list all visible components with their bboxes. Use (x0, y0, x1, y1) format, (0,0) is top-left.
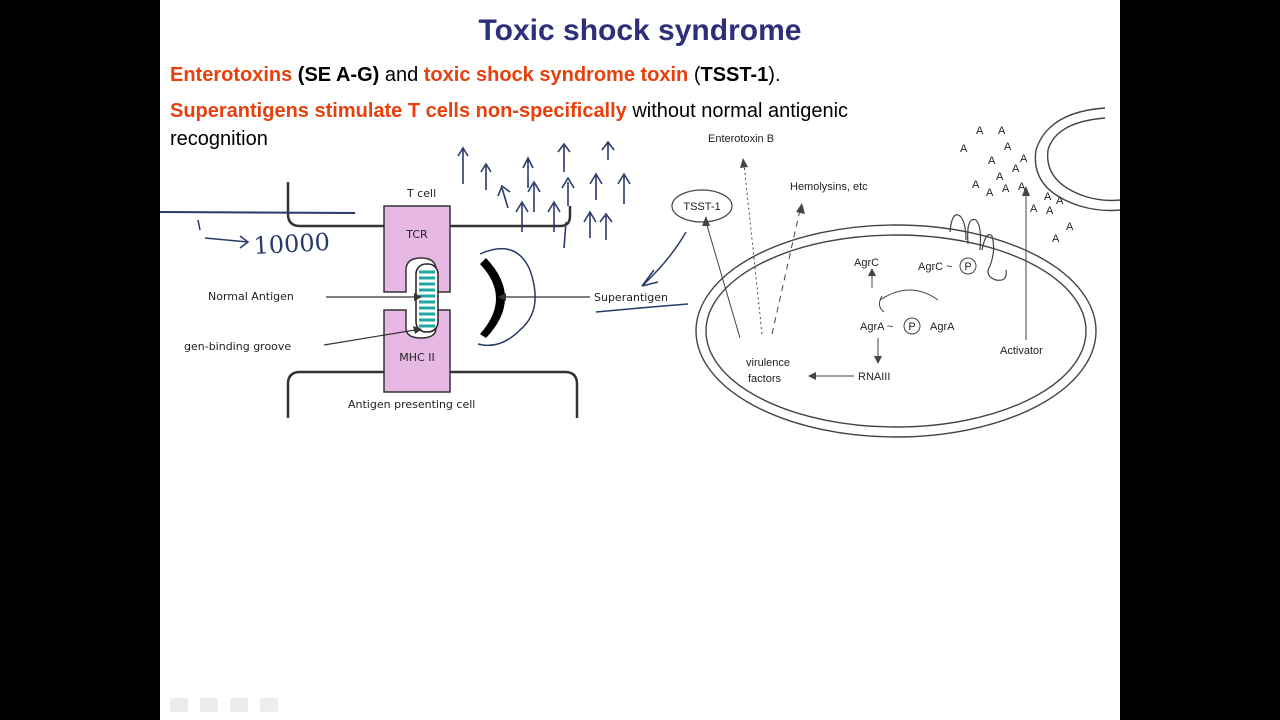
enterotoxin-b-label: Enterotoxin B (708, 133, 774, 145)
svg-text:A: A (1052, 233, 1060, 245)
tsst1-text: TSST-1 (700, 64, 769, 86)
svg-text:A: A (988, 155, 996, 167)
handwritten-number: 10000 (253, 228, 331, 260)
text-line-1: Enterotoxins (SE A-G) and toxic shock sy… (170, 64, 781, 87)
svg-text:A: A (1012, 163, 1020, 175)
svg-text:A: A (1056, 195, 1064, 207)
tsst-name-text: toxic shock syndrome toxin (423, 64, 689, 86)
apc-label: Antigen presenting cell (348, 398, 475, 411)
p-circle-label-1: P (964, 261, 971, 273)
tcell-arrows (457, 140, 631, 249)
normal-antigen-label: Normal Antigen (208, 290, 294, 303)
diagram-canvas: T cell Antigen presenting cell TCR MHC I… (160, 107, 1120, 438)
svg-text:A: A (1004, 141, 1012, 153)
superantigen-shape (480, 258, 505, 338)
text-line-3: recognition (170, 128, 268, 150)
without-text: without normal antigenic (626, 100, 849, 122)
paren-close-text: ). (768, 64, 781, 86)
virulence-label: virulence (746, 357, 790, 369)
autoinducer-a-letters: A A A A A A A A A A A A A A A A A A (960, 125, 1074, 245)
rnaiii-label: RNAIII (858, 371, 890, 383)
superantigen-label: Superantigen (594, 291, 668, 304)
back-icon[interactable] (170, 698, 188, 712)
svg-text:A: A (1018, 181, 1026, 193)
agrc-label: AgrC (854, 257, 879, 269)
slide: Toxic shock syndrome Enterotoxins (SE A-… (160, 0, 1120, 720)
agr-bacterium-diagram: Enterotoxin B Hemolysins, etc TSST-1 Agr… (641, 107, 1120, 438)
and-text: and (379, 64, 424, 86)
se-ag-text: (SE A-G) (292, 64, 380, 86)
pen-icon[interactable] (200, 698, 218, 712)
menu-icon[interactable] (230, 698, 248, 712)
enterotoxins-text: Enterotoxins (170, 64, 293, 86)
agrc-p-label: AgrC ~ (918, 261, 953, 273)
t-cell-label: T cell (406, 187, 436, 200)
forward-icon[interactable] (260, 698, 278, 712)
hemolysins-label: Hemolysins, etc (790, 181, 868, 193)
paren-open-text: ( (688, 64, 701, 86)
text-line-2: Superantigens stimulate T cells non-spec… (170, 100, 848, 123)
svg-text:A: A (1046, 205, 1054, 217)
agra-p-label: AgrA ~ (860, 321, 893, 333)
svg-text:A: A (986, 187, 994, 199)
svg-text:A: A (1044, 191, 1052, 203)
slide-title: Toxic shock syndrome (478, 14, 802, 47)
groove-label: gen-binding groove (184, 340, 291, 353)
svg-text:A: A (972, 179, 980, 191)
svg-text:A: A (1002, 183, 1010, 195)
activator-label: Activator (1000, 345, 1043, 357)
agra-label: AgrA (930, 321, 955, 333)
tcr-mhc-diagram: T cell Antigen presenting cell TCR MHC I… (160, 140, 689, 418)
superantigens-text: Superantigens stimulate T cells non-spec… (170, 100, 627, 122)
svg-text:A: A (998, 125, 1006, 137)
tsst-label: TSST-1 (683, 201, 720, 213)
svg-text:A: A (976, 125, 984, 137)
factors-label: factors (748, 373, 782, 385)
svg-text:A: A (960, 143, 968, 155)
svg-text:A: A (1030, 203, 1038, 215)
p-circle-label-2: P (908, 321, 915, 333)
svg-text:A: A (1020, 153, 1028, 165)
mhc-label: MHC II (399, 351, 434, 364)
svg-text:A: A (1066, 221, 1074, 233)
slideshow-toolbar[interactable] (170, 698, 278, 712)
tcr-label: TCR (405, 228, 428, 241)
svg-text:A: A (996, 171, 1004, 183)
